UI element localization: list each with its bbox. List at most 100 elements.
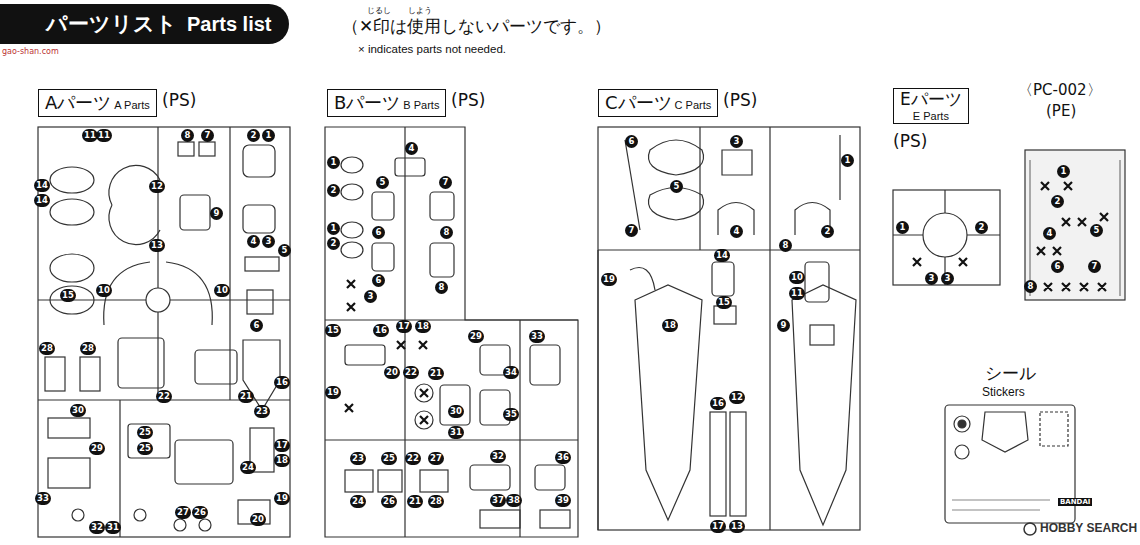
callout-holder: 24 <box>350 495 366 508</box>
callout-number: 6 <box>250 319 263 332</box>
callout-holder: 4 <box>1043 227 1056 240</box>
callout-number: 36 <box>555 451 571 464</box>
callout-number: 7 <box>1088 260 1101 273</box>
callout-number: 12 <box>729 391 745 404</box>
callout-number: 27 <box>428 452 444 465</box>
callout-holder: 23 <box>254 405 270 418</box>
callout-holder: 25 <box>137 442 153 455</box>
parts-label-box: CパーツC Parts <box>598 89 718 117</box>
callout-holder: 19 <box>325 386 341 399</box>
callout-number: 2 <box>327 237 340 250</box>
callout-holder: 2 <box>327 237 340 250</box>
callout-number: 33 <box>35 492 51 505</box>
callout-number: 20 <box>384 366 400 379</box>
material-code: (PE) <box>1046 103 1076 120</box>
callout-holder: 8 <box>440 226 453 239</box>
callout-number: 28 <box>428 495 444 508</box>
callout-holder: 21 <box>407 495 423 508</box>
material-code: (PS) <box>162 91 196 111</box>
callout-number: 29 <box>89 442 105 455</box>
callout-holder: 14 <box>34 194 50 207</box>
callout-number: 16 <box>710 397 726 410</box>
callout-number: 7 <box>201 129 214 142</box>
sub-text: B Parts <box>403 99 439 111</box>
furigana: じるし <box>367 6 391 15</box>
material-code: (PS) <box>893 132 927 152</box>
heading-text: パーツリスト <box>46 10 177 38</box>
callout-number: 4 <box>730 225 743 238</box>
parts-label-box: AパーツA Parts <box>38 89 157 117</box>
callout-number: 15 <box>325 324 341 337</box>
callout-holder: 17 <box>710 520 726 533</box>
callout-number: 8 <box>435 281 448 294</box>
callout-holder: 27 <box>428 452 444 465</box>
sub-text: C Parts <box>675 99 712 111</box>
callout-holder: 37 <box>490 494 506 507</box>
callout-holder: 15 <box>716 296 732 309</box>
callout-holder: 7 <box>201 129 214 142</box>
callout-holder: 13 <box>729 520 745 533</box>
callout-number: 33 <box>529 330 545 343</box>
callout-number: 18 <box>415 320 431 333</box>
callout-holder: 8 <box>1024 280 1037 293</box>
callout-holder: 33 <box>35 492 51 505</box>
callout-number: 20 <box>250 513 266 526</box>
callout-number: 25 <box>137 442 153 455</box>
callout-holder: 2 <box>247 129 260 142</box>
label-holder: HOBBY SEARCH <box>1040 522 1137 536</box>
callout-number: 24 <box>350 495 366 508</box>
header-band: パーツリストParts list <box>0 4 289 44</box>
callout-number: 19 <box>601 273 617 286</box>
callout-number: 23 <box>350 452 366 465</box>
callout-holder: 26 <box>192 506 208 519</box>
callout-holder: 31 <box>105 521 121 534</box>
callout-number: 4 <box>1043 227 1056 240</box>
callout-holder: 14 <box>714 249 730 262</box>
callout-number: 6 <box>372 274 385 287</box>
callout-holder: 32 <box>89 521 105 534</box>
callout-number: 23 <box>254 405 270 418</box>
callout-holder: 22 <box>156 390 172 403</box>
heading-text: Eパーツ <box>900 90 962 110</box>
callout-holder: 17 <box>396 320 412 333</box>
callout-number: 17 <box>396 320 412 333</box>
callout-number: 12 <box>149 180 165 193</box>
label-holder: Stickers <box>982 386 1025 400</box>
callout-holder: 25 <box>381 452 397 465</box>
callout-holder: 25 <box>137 426 153 439</box>
callout-holder: 20 <box>384 366 400 379</box>
callout-holder: 15 <box>60 289 76 302</box>
sub-text: A Parts <box>114 99 149 111</box>
callout-number: 17 <box>274 439 290 452</box>
callout-holder: 28 <box>39 342 55 355</box>
callout-number: 1 <box>327 156 340 169</box>
callout-holder: 10 <box>96 284 112 297</box>
callout-holder: 5 <box>376 176 389 189</box>
callout-number: 1 <box>262 129 275 142</box>
callout-number: 8 <box>1024 280 1037 293</box>
callout-number: 10 <box>789 271 805 284</box>
callout-number: 3 <box>941 272 954 285</box>
heading-text: Cパーツ <box>605 91 672 115</box>
callout-holder: 11 <box>789 287 805 300</box>
heading-text: Aパーツ <box>45 91 111 115</box>
callout-holder: 30 <box>448 405 464 418</box>
callout-holder: 33 <box>529 330 545 343</box>
callout-number: 4 <box>405 142 418 155</box>
callout-holder: 16 <box>274 376 290 389</box>
callout-holder: 1 <box>262 129 275 142</box>
callout-holder: 8 <box>779 239 792 252</box>
watermark: HOBBY SEARCH <box>1040 522 1137 536</box>
callout-number: 5 <box>670 180 683 193</box>
label-holder: しよう <box>408 6 432 15</box>
callout-number: 24 <box>240 461 256 474</box>
callout-holder: 5 <box>670 180 683 193</box>
callout-holder: 22 <box>405 452 421 465</box>
callout-holder: 1 <box>896 221 909 234</box>
callout-number: 17 <box>710 520 726 533</box>
callout-number: 7 <box>439 176 452 189</box>
sub-text: E Parts <box>913 110 949 123</box>
callout-number: 5 <box>1090 224 1103 237</box>
label-holder: （✕印は使用しないパーツです。） <box>342 17 611 37</box>
callout-holder: 30 <box>70 404 86 417</box>
